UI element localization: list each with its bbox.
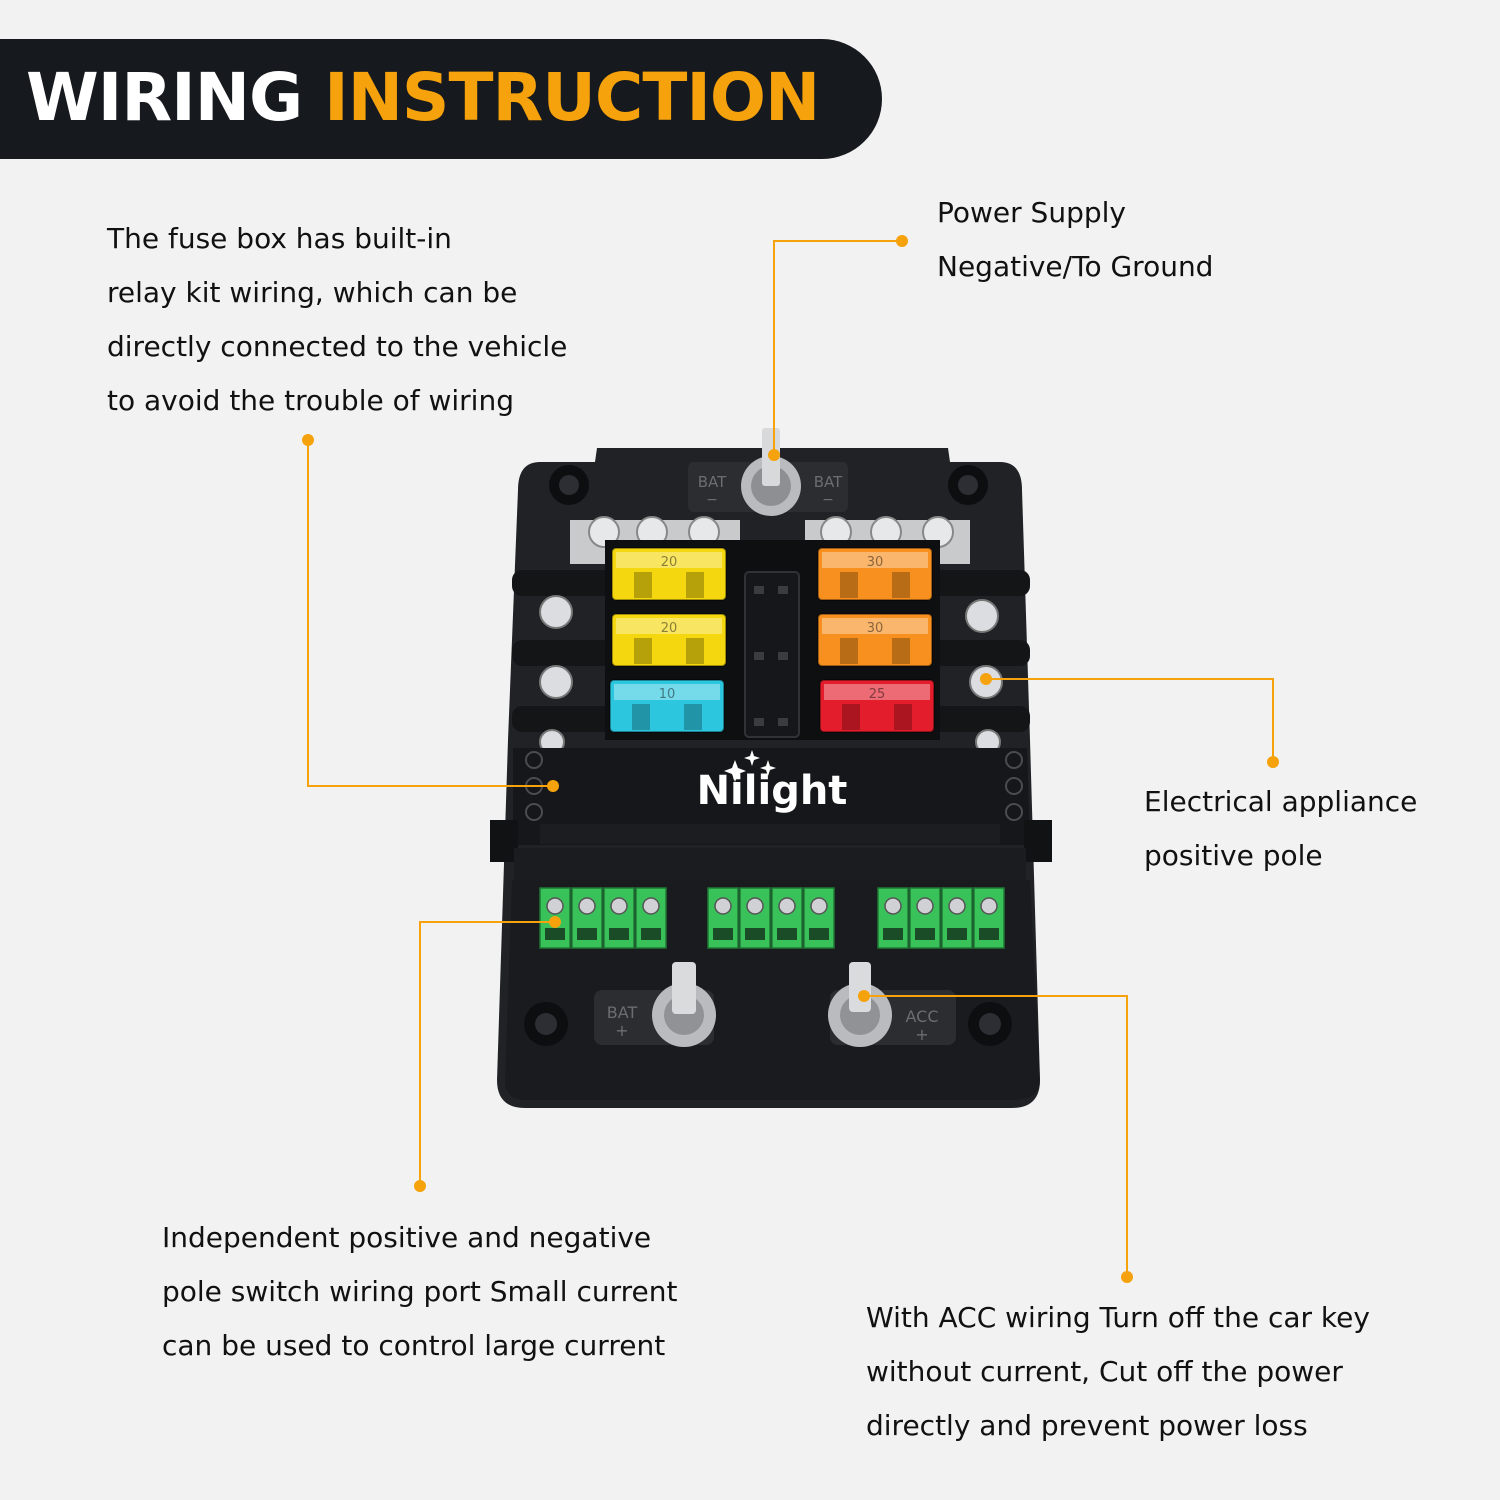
switch-terminal-blocks: [539, 887, 1005, 949]
title-word-instruction: INSTRUCTION: [324, 59, 820, 136]
acc-positive-terminal: [828, 962, 956, 1047]
terminal-slot: [635, 887, 667, 949]
callout-line: Negative/To Ground: [937, 250, 1214, 283]
side-screws: [539, 595, 1003, 755]
callout-line: directly and prevent power loss: [866, 1409, 1308, 1442]
title-banner: [0, 39, 882, 159]
leader-switch-port: [419, 921, 555, 1186]
mounting-screws: [524, 465, 1012, 1046]
neg-sign-left: −: [706, 492, 718, 508]
fuse-rating: 20: [661, 621, 678, 636]
callout-appliance-positive: Electrical appliance positive pole: [1144, 775, 1417, 883]
fuse-rating: 25: [869, 687, 886, 702]
front-cover: [513, 748, 1030, 845]
callout-acc-wiring: With ACC wiring Turn off the car key wit…: [866, 1291, 1370, 1453]
fuse-rating: 30: [867, 555, 884, 570]
callout-line: pole switch wiring port Small current: [162, 1275, 678, 1308]
terminal-slot: [603, 887, 635, 949]
leader-power: [773, 240, 902, 455]
callout-line: without current, Cut off the power: [866, 1355, 1343, 1388]
fuse-group: 20 20 10 30 30 25: [609, 547, 935, 733]
callout-line: Independent positive and negative: [162, 1221, 652, 1254]
callout-line: positive pole: [1144, 839, 1323, 872]
acc-pos-sign: +: [915, 1025, 928, 1044]
acc-pos-label: ACC: [905, 1007, 938, 1026]
leader-relay: [307, 440, 553, 787]
callout-line: Electrical appliance: [1144, 785, 1418, 818]
callout-leader-lines: [307, 240, 1274, 1277]
callout-power-supply: Power Supply Negative/To Ground: [937, 186, 1213, 294]
bat-neg-label-right: BAT: [814, 473, 843, 491]
terminal-slot: [877, 887, 909, 949]
callout-line: The fuse box has built-in: [107, 222, 452, 255]
fuse-rating: 30: [867, 621, 884, 636]
indicator-strip: [744, 571, 800, 738]
fuse: 10: [609, 679, 725, 733]
fuse-rating: 20: [661, 555, 678, 570]
terminal-slot: [909, 887, 941, 949]
page-title: WIRING INSTRUCTION: [26, 58, 820, 138]
callout-line: Power Supply: [937, 196, 1126, 229]
bat-negative-terminal: [688, 428, 848, 516]
bat-positive-terminal: [594, 962, 716, 1047]
brand-sparkles: [724, 750, 776, 782]
callout-line: to avoid the trouble of wiring: [107, 384, 514, 417]
terminal-slot: [941, 887, 973, 949]
leader-appliance: [986, 678, 1274, 762]
callout-line: can be used to control large current: [162, 1329, 666, 1362]
bat-pos-sign: +: [615, 1021, 628, 1040]
callout-line: With ACC wiring Turn off the car key: [866, 1301, 1370, 1334]
fuse: 20: [611, 613, 727, 667]
callout-line: relay kit wiring, which can be: [107, 276, 518, 309]
terminal-slot: [707, 887, 739, 949]
fuse-rating: 10: [659, 687, 676, 702]
side-ribs: [512, 570, 1030, 732]
callout-switch-port: Independent positive and negative pole s…: [162, 1211, 677, 1373]
terminal-slot: [771, 887, 803, 949]
fuse: 25: [819, 679, 935, 733]
bat-pos-label: BAT: [607, 1003, 638, 1022]
terminal-slot: [973, 887, 1005, 949]
callout-relay-wiring: The fuse box has built-in relay kit wiri…: [107, 212, 567, 428]
callout-line: directly connected to the vehicle: [107, 330, 568, 363]
terminal-slot: [571, 887, 603, 949]
terminal-slot: [803, 887, 835, 949]
fuse: 30: [817, 613, 933, 667]
bat-neg-label-left: BAT: [698, 473, 727, 491]
callout-dots: [302, 235, 1279, 1283]
brand-logo: Nilight: [697, 768, 848, 814]
leader-acc: [864, 995, 1128, 1277]
fuse: 30: [817, 547, 933, 601]
title-word-wiring: WIRING: [26, 59, 303, 136]
fuse: 20: [611, 547, 727, 601]
terminal-slot: [739, 887, 771, 949]
neg-sign-right: −: [822, 492, 834, 508]
